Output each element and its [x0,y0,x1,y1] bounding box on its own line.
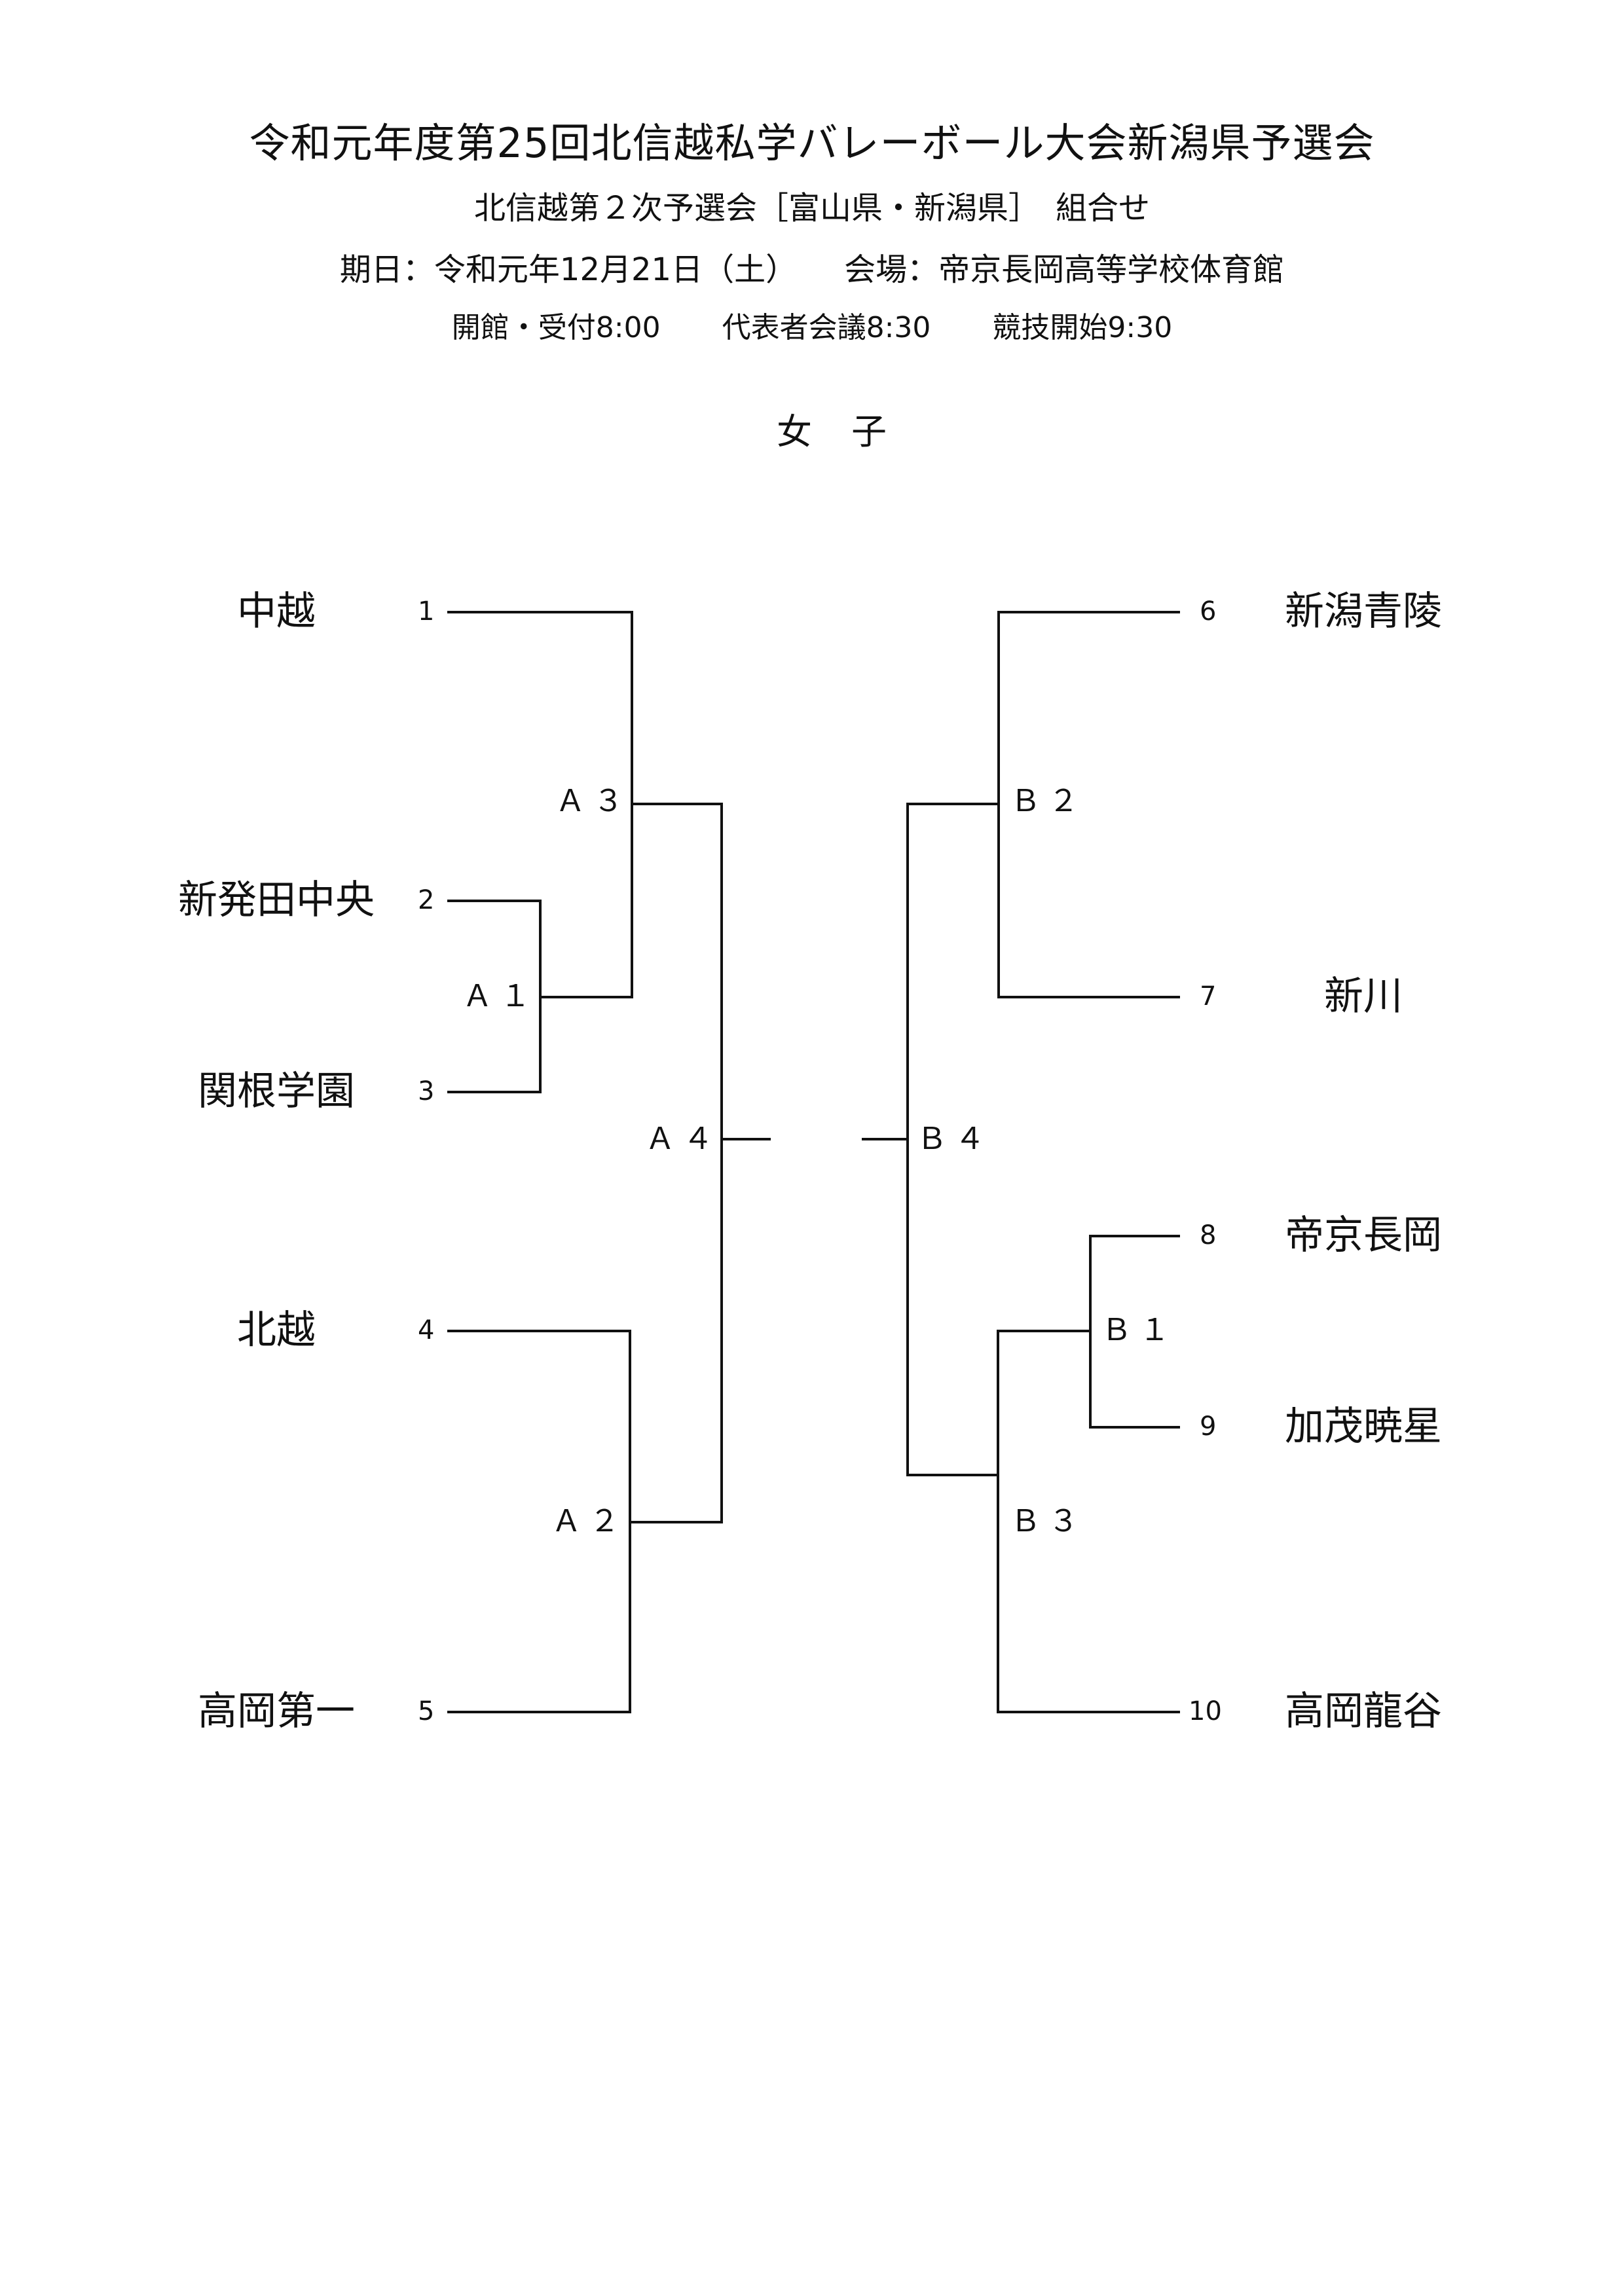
date-venue: 期日：令和元年12月21日（土） 会場：帝京長岡高等学校体育館 [339,251,1285,288]
match-label-b3: Ｂ３ [1010,1503,1086,1539]
team-name-9: 加茂暁星 [1285,1404,1442,1449]
seed-1: 1 [418,596,435,627]
match-label-b1: Ｂ１ [1101,1312,1177,1347]
seed-2: 2 [418,885,435,915]
seed-3: 3 [418,1076,435,1106]
team-name-1: 中越 [237,589,316,634]
subtitle: 北信越第２次予選会［富山県・新潟県］ 組合せ [473,190,1150,227]
seed-9: 9 [1200,1412,1217,1442]
page-title: 令和元年度第25回北信越私学バレーボール大会新潟県予選会 [249,119,1375,167]
match-label-a4: Ａ４ [645,1121,721,1156]
match-label-b2: Ｂ２ [1010,783,1086,818]
team-name-6: 新潟青陵 [1285,589,1442,634]
team-name-10: 高岡龍谷 [1285,1688,1442,1734]
schedule-open: 開館・受付8:00 [451,311,661,344]
category-label: 女子 [777,411,926,452]
team-name-7: 新川 [1324,974,1403,1019]
seed-5: 5 [418,1696,435,1726]
schedule-meeting: 代表者会議8:30 [722,311,931,344]
team-name-5: 高岡第一 [198,1688,355,1734]
team-name-3: 関根学園 [198,1068,355,1114]
seed-4: 4 [418,1315,435,1345]
team-name-2: 新発田中央 [178,877,375,923]
seed-8: 8 [1200,1220,1217,1250]
seed-10: 10 [1189,1696,1222,1726]
seed-6: 6 [1200,596,1217,627]
match-label-a3: Ａ３ [555,783,631,818]
schedule: 開館・受付8:00 代表者会議8:30 競技開始9:30 [0,304,1624,346]
schedule-start: 競技開始9:30 [992,311,1173,344]
team-name-8: 帝京長岡 [1285,1212,1442,1258]
match-label-a2: Ａ２ [551,1503,627,1539]
team-name-4: 北越 [237,1307,316,1353]
match-label-a1: Ａ１ [462,978,538,1013]
match-label-b4: Ｂ４ [917,1121,993,1156]
seed-7: 7 [1200,981,1217,1011]
